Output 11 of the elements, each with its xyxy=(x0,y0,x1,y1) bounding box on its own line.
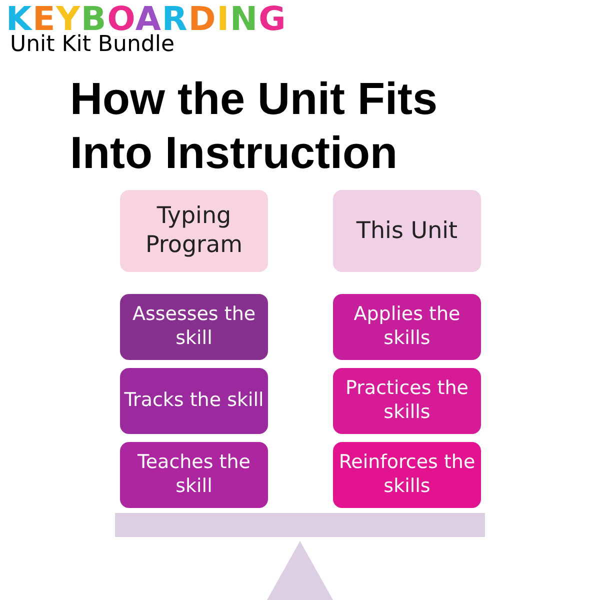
subheading-text: Unit Kit Bundle xyxy=(10,34,175,56)
role-box: Applies the skills xyxy=(333,294,481,360)
role-box: Teaches the skill xyxy=(120,442,268,508)
role-box: Reinforces the skills xyxy=(333,442,481,508)
role-box: Practices the skills xyxy=(333,368,481,434)
column-header: This Unit xyxy=(333,190,481,272)
column-header: Typing Program xyxy=(120,190,268,272)
role-box: Tracks the skill xyxy=(120,368,268,434)
heading-text: KEYBOARDING xyxy=(6,2,287,35)
title: How the Unit Fits Into Instruction xyxy=(70,72,438,180)
role-box: Assesses the skill xyxy=(120,294,268,360)
